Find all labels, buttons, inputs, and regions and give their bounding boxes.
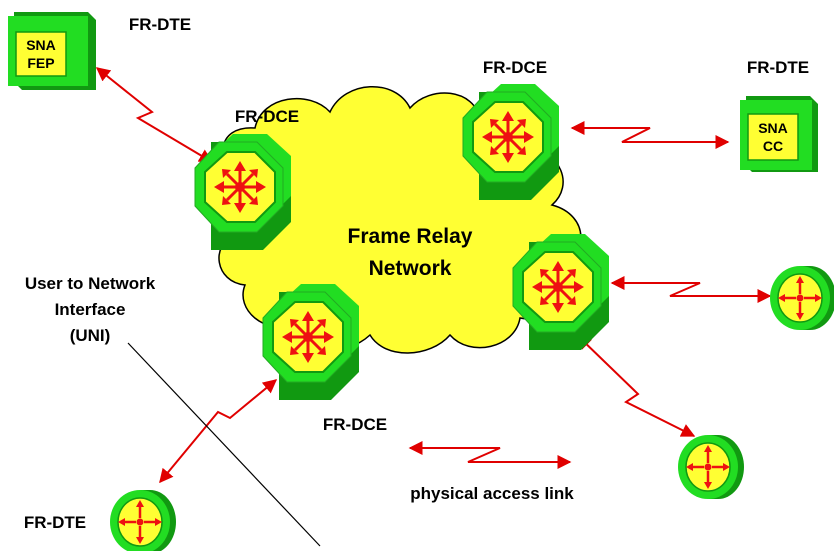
- router-bottom-left: [108, 488, 178, 551]
- label-fr-dce-top: FR-DCE: [483, 58, 547, 77]
- link-dce-to-router-right: [610, 276, 772, 303]
- sna-fep-line1: SNA: [26, 37, 56, 53]
- sna-cc-line1: SNA: [758, 120, 788, 136]
- label-fr-dce-bottom: FR-DCE: [323, 415, 387, 434]
- uni-boundary-line: [127, 342, 321, 547]
- legend-link-sample: [408, 441, 572, 469]
- uni-label-line2: Interface: [55, 300, 126, 319]
- router-right: [768, 264, 834, 332]
- uni-label-line1: User to Network: [25, 274, 156, 293]
- router-bottom-right: [676, 433, 746, 501]
- link-dce-to-router-bottom-left: [159, 379, 278, 484]
- label-fr-dte-bottom-left: FR-DTE: [24, 513, 86, 532]
- fr-switch-left: [194, 133, 292, 251]
- label-fr-dte-top-right: FR-DTE: [747, 58, 809, 77]
- link-dce-to-router-bottom-right: [576, 335, 696, 437]
- sna-cc-line2: CC: [763, 138, 783, 154]
- link-fep-to-dce: [95, 67, 214, 163]
- sna-fep-device: SNA FEP: [8, 12, 96, 90]
- legend-label: physical access link: [410, 484, 574, 503]
- sna-fep-line2: FEP: [27, 55, 54, 71]
- network-label-line1: Frame Relay: [348, 225, 473, 248]
- network-label-line2: Network: [369, 257, 452, 280]
- label-fr-dte-top-left: FR-DTE: [129, 15, 191, 34]
- label-fr-dce-left: FR-DCE: [235, 107, 299, 126]
- link-dce-to-cc: [570, 121, 730, 149]
- uni-label-line3: (UNI): [70, 326, 111, 345]
- sna-cc-device: SNA CC: [740, 96, 818, 172]
- access-links: [95, 67, 772, 484]
